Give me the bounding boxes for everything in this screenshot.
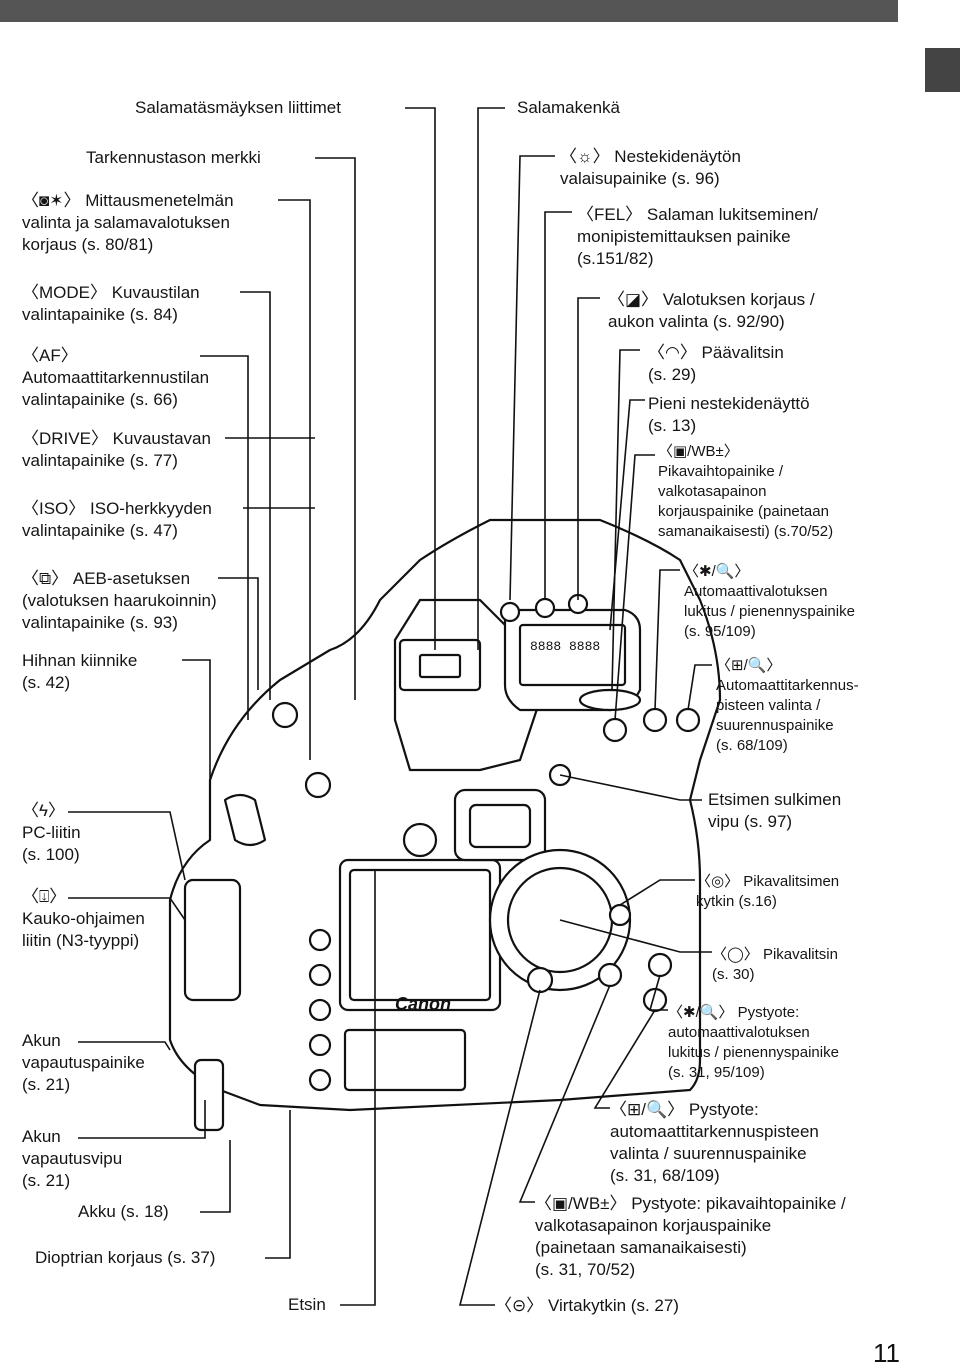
label-quick-change-wb-button: 〈▣/WB±〉Pikavaihtopainike /valkotasapaino… <box>658 443 834 540</box>
label-small-lcd: Pieni nestekidenäyttö(s. 13) <box>648 394 810 435</box>
strap-loop <box>223 793 267 847</box>
drive-iso-button <box>304 771 332 799</box>
label-focal-plane-mark: Tarkennustason merkki <box>86 148 261 167</box>
hot-shoe-contacts <box>418 653 462 679</box>
label-vertical-af-point: 〈⊞/🔍〉 Pystyote:automaattitarkennuspistee… <box>610 1100 819 1185</box>
battery-lever <box>193 1058 225 1132</box>
label-hot-shoe: Salamakenkä <box>517 98 621 117</box>
side-button-4 <box>308 1033 332 1057</box>
label-pc-terminal: 〈ϟ〉PC-liitin(s. 100) <box>22 801 81 864</box>
label-dioptric-adjustment: Dioptrian korjaus (s. 37) <box>35 1248 216 1267</box>
label-af-point-button: 〈⊞/🔍〉Automaattitarkennus-pisteen valinta… <box>716 657 859 754</box>
brand-logo: Canon <box>395 994 451 1014</box>
mode-af-button <box>271 701 299 729</box>
label-viewfinder: Etsin <box>288 1295 326 1314</box>
label-flash-sync-contacts: Salamatäsmäyksen liittimet <box>135 98 341 117</box>
dioptric-knob <box>402 822 438 858</box>
rear-lcd-screen <box>348 868 492 1002</box>
label-aeb-button: 〈⧉〉 AEB-asetuksen(valotuksen haarukoinni… <box>22 569 217 632</box>
label-main-dial: 〈◠〉 Päävalitsin(s. 29) <box>648 343 784 384</box>
label-fel-button: 〈FEL〉 Salaman lukitseminen/monipistemitt… <box>577 205 818 268</box>
label-vertical-quick-change: 〈▣/WB±〉 Pystyote: pikavaihtopainike /val… <box>535 1194 846 1279</box>
label-strap-mount: Hihnan kiinnike(s. 42) <box>22 651 138 692</box>
main-dial-shape <box>578 688 642 712</box>
side-button-5 <box>308 1068 332 1092</box>
top-lcd-screen <box>518 623 627 687</box>
label-battery: Akku (s. 18) <box>78 1202 169 1221</box>
header-bar <box>0 0 898 22</box>
side-button-1 <box>308 928 332 952</box>
label-exposure-comp-button: 〈◪〉 Valotuksen korjaus /aukon valinta (s… <box>608 290 815 331</box>
side-button-2 <box>308 963 332 987</box>
lcd-digits: 8888 8888 <box>530 639 600 654</box>
top-button-1 <box>499 601 521 623</box>
terminal-cover <box>183 878 242 1002</box>
label-quick-dial: 〈◯〉 Pikavalitsin(s. 30) <box>712 946 838 983</box>
label-power-switch: 〈⊝〉 Virtakytkin (s. 27) <box>495 1296 679 1315</box>
section-tab <box>925 48 960 92</box>
eyepiece-window <box>468 803 532 849</box>
side-button-3 <box>308 998 332 1022</box>
page-number: 11 <box>873 1338 900 1368</box>
